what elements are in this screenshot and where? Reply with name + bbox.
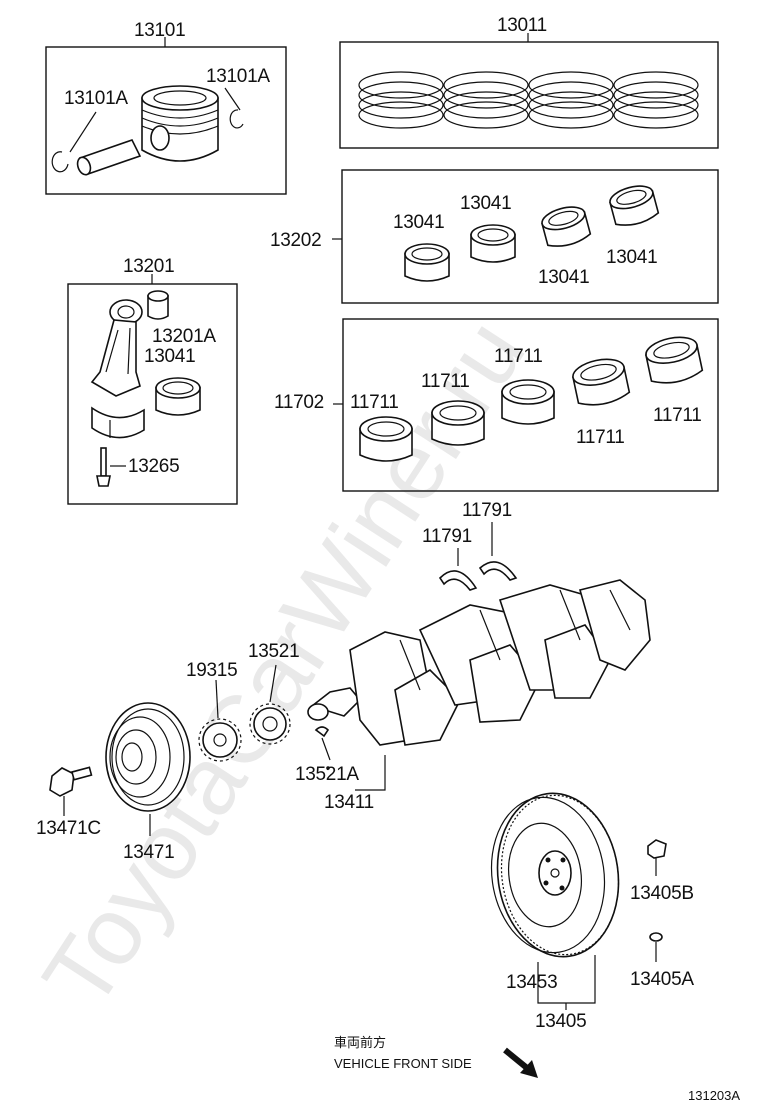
pulley-bolt[interactable] <box>49 766 93 816</box>
figure-id: 131203A <box>688 1088 740 1103</box>
label-13405: 13405 <box>535 1011 586 1032</box>
piston-rings <box>358 71 699 129</box>
label-13041-e: 13041 <box>144 346 195 367</box>
label-11791-a: 11791 <box>422 526 472 547</box>
label-11702: 11702 <box>274 392 324 413</box>
label-13521: 13521 <box>248 641 299 662</box>
drive-plate-flywheel[interactable] <box>482 785 629 964</box>
conrod-bolt <box>96 447 111 487</box>
piston-box <box>45 46 287 195</box>
label-13201a: 13201A <box>152 326 216 347</box>
label-13471: 13471 <box>123 842 174 863</box>
crankshaft-key[interactable] <box>314 726 331 761</box>
connecting-rod <box>90 299 145 439</box>
label-13453: 13453 <box>506 972 557 993</box>
label-13202: 13202 <box>270 230 321 251</box>
label-11711-b: 11711 <box>421 371 470 392</box>
label-13101a-right: 13101A <box>206 66 270 87</box>
label-11791-b: 11791 <box>462 500 512 521</box>
direction-label-japanese: 車両前方 <box>334 1035 386 1050</box>
signal-plate[interactable] <box>198 679 242 762</box>
label-13101: 13101 <box>134 20 185 41</box>
flywheel-bolt[interactable] <box>647 839 667 876</box>
label-13041-b: 13041 <box>460 193 511 214</box>
label-13405a: 13405A <box>630 969 694 990</box>
label-11711-e: 11711 <box>653 405 702 426</box>
connecting-rod-group[interactable] <box>67 274 238 505</box>
label-13041-c: 13041 <box>538 267 589 288</box>
label-11711-d: 11711 <box>576 427 625 448</box>
piston-pin <box>76 139 142 176</box>
label-13201: 13201 <box>123 256 174 277</box>
label-13405b: 13405B <box>630 883 694 904</box>
crankshaft[interactable] <box>307 579 651 770</box>
label-13411: 13411 <box>324 792 374 813</box>
label-13041-d: 13041 <box>606 247 657 268</box>
snap-ring-left <box>51 151 69 173</box>
label-13011: 13011 <box>497 15 547 36</box>
label-11711-c: 11711 <box>494 346 543 367</box>
conrod-bushing <box>147 290 169 320</box>
piston <box>141 85 219 162</box>
main-bearings <box>359 336 704 462</box>
label-13101a-left: 13101A <box>64 88 128 109</box>
label-13265: 13265 <box>128 456 179 477</box>
arrow-down-right-icon <box>503 1047 538 1078</box>
conrod-bearings <box>404 185 660 282</box>
main-bearing-box <box>342 318 719 492</box>
thrust-washers[interactable] <box>438 522 518 591</box>
label-19315: 19315 <box>186 660 237 681</box>
snap-ring-right <box>229 109 244 129</box>
piston-ring-set-group[interactable] <box>339 33 719 149</box>
flywheel-pin[interactable] <box>649 932 663 962</box>
label-13041-a: 13041 <box>393 212 444 233</box>
piston-assembly-group[interactable] <box>45 37 287 195</box>
direction-label-english: VEHICLE FRONT SIDE <box>334 1056 472 1071</box>
conrod-bearing-set-group[interactable] <box>332 169 719 304</box>
piston-ring-box <box>339 41 719 149</box>
label-11711-a: 11711 <box>350 392 399 413</box>
label-13471c: 13471C <box>36 818 101 839</box>
crankshaft-timing-gear[interactable] <box>249 664 291 745</box>
main-bearing-set-group[interactable] <box>333 318 719 492</box>
conrod-bearing-box <box>341 169 719 304</box>
crankshaft-pulley[interactable] <box>105 702 191 836</box>
conrod-bearing-single <box>155 377 201 416</box>
label-13521a: 13521A <box>295 764 359 785</box>
